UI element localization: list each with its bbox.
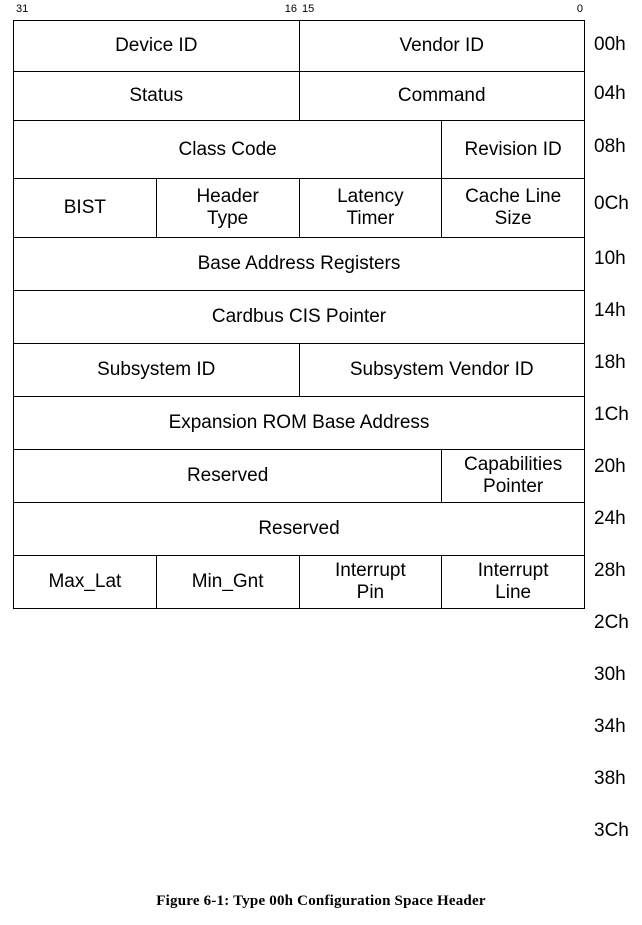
field-max-lat: Max_Lat: [13, 555, 157, 609]
offset-label-10h: 10h: [594, 248, 626, 269]
field-command: Command: [298, 71, 585, 121]
table-row: Device ID Vendor ID: [13, 20, 585, 72]
field-capabilities-pointer-line2: Pointer: [483, 476, 544, 497]
offset-label-38h: 38h: [594, 768, 626, 789]
field-header-type: Header Type: [155, 178, 300, 238]
bit-label-15: 15: [302, 3, 315, 15]
offset-column: 00h 04h 08h 0Ch 10h 14h 18h 1Ch 20h 24h …: [594, 20, 642, 857]
field-reserved-34h: Reserved: [12, 449, 443, 503]
field-status: Status: [13, 71, 300, 121]
table-row: Base Address Registers: [13, 237, 585, 291]
table-row: Status Command: [13, 71, 585, 121]
field-header-type-line1: Header: [196, 186, 259, 207]
field-latency-timer-line1: Latency: [337, 186, 404, 207]
field-cache-line-size-line1: Cache Line: [465, 186, 562, 207]
field-reserved-38h: Reserved: [13, 502, 585, 556]
field-cardbus-cis-pointer: Cardbus CIS Pointer: [13, 290, 585, 344]
offset-label-00h: 00h: [594, 34, 626, 55]
field-device-id: Device ID: [13, 20, 300, 72]
table-row: Reserved Capabilities Pointer: [12, 449, 585, 503]
field-header-type-line2: Type: [207, 208, 249, 229]
field-capabilities-pointer-line1: Capabilities: [464, 454, 563, 475]
bit-label-16: 16: [284, 3, 297, 15]
bit-position-ruler: 31 16 15 0: [13, 2, 585, 20]
bit-label-0: 0: [576, 3, 583, 15]
offset-label-20h: 20h: [594, 456, 626, 477]
configuration-space-header-table: Device ID Vendor ID Status Command Class…: [12, 20, 585, 609]
field-min-gnt: Min_Gnt: [155, 555, 300, 609]
field-interrupt-line-line2: Line: [495, 582, 532, 603]
table-row: Subsystem ID Subsystem Vendor ID: [13, 343, 585, 397]
bit-ruler-lower-word: 15 0: [299, 2, 585, 20]
field-interrupt-pin-line2: Pin: [356, 582, 385, 603]
figure-caption: Figure 6-1: Type 00h Configuration Space…: [156, 893, 486, 909]
offset-label-1Ch: 1Ch: [594, 404, 629, 425]
field-interrupt-line-line1: Interrupt: [477, 560, 549, 581]
field-expansion-rom-base-address: Expansion ROM Base Address: [13, 396, 585, 450]
field-capabilities-pointer: Capabilities Pointer: [441, 449, 585, 503]
offset-label-34h: 34h: [594, 716, 626, 737]
field-interrupt-line: Interrupt Line: [441, 555, 585, 609]
field-latency-timer-line2: Timer: [346, 208, 395, 229]
field-subsystem-id: Subsystem ID: [13, 343, 300, 397]
bit-ruler-upper-word: 31 16: [13, 2, 299, 20]
field-interrupt-pin-line1: Interrupt: [334, 560, 406, 581]
field-class-code: Class Code: [12, 120, 443, 179]
field-interrupt-pin: Interrupt Pin: [298, 555, 443, 609]
field-revision-id: Revision ID: [441, 120, 585, 179]
offset-label-3Ch: 3Ch: [594, 820, 629, 841]
offset-label-08h: 08h: [594, 136, 626, 157]
offset-label-30h: 30h: [594, 664, 626, 685]
field-cache-line-size-line2: Size: [494, 208, 532, 229]
bit-label-31: 31: [16, 3, 29, 15]
offset-label-18h: 18h: [594, 352, 626, 373]
offset-label-0Ch: 0Ch: [594, 193, 629, 214]
table-row: Expansion ROM Base Address: [13, 396, 585, 450]
table-row: Reserved: [13, 502, 585, 556]
table-row: Max_Lat Min_Gnt Interrupt Pin Interrupt …: [13, 555, 585, 609]
offset-label-04h: 04h: [594, 83, 626, 104]
offset-label-14h: 14h: [594, 300, 626, 321]
field-vendor-id: Vendor ID: [298, 20, 585, 72]
field-cache-line-size: Cache Line Size: [441, 178, 585, 238]
field-base-address-registers: Base Address Registers: [13, 237, 585, 291]
table-row: BIST Header Type Latency Timer Cache Lin…: [13, 178, 585, 238]
field-bist: BIST: [13, 178, 157, 238]
field-latency-timer: Latency Timer: [298, 178, 443, 238]
table-row: Cardbus CIS Pointer: [13, 290, 585, 344]
field-subsystem-vendor-id: Subsystem Vendor ID: [298, 343, 585, 397]
offset-label-2Ch: 2Ch: [594, 612, 629, 633]
table-row: Class Code Revision ID: [12, 120, 585, 179]
offset-label-24h: 24h: [594, 508, 626, 529]
offset-label-28h: 28h: [594, 560, 626, 581]
